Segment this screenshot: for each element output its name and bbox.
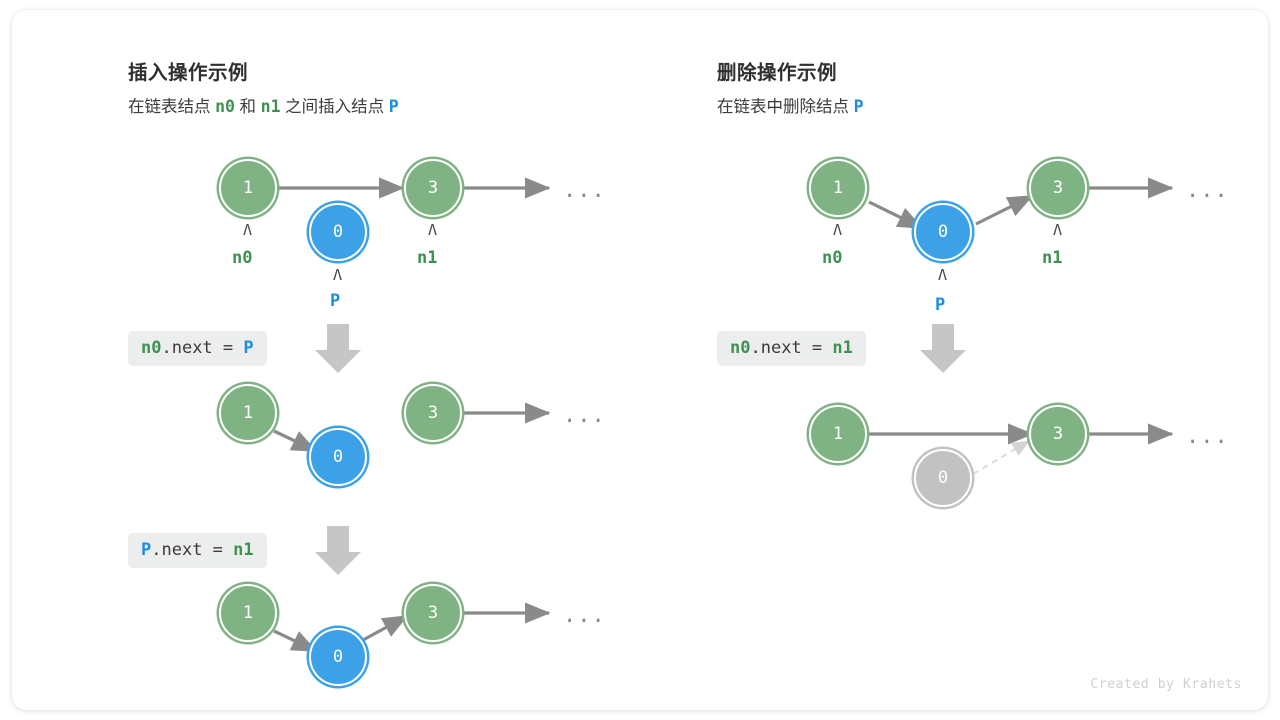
delete-code1-middle: .next =	[750, 338, 833, 358]
delete-step1-node-1: 1	[809, 159, 867, 217]
insert-step1-node-3: 3	[404, 159, 462, 217]
insert-subtitle-p: P	[388, 97, 399, 116]
insert-step1-node-0: 0	[309, 203, 367, 261]
insert-code1-target: n0	[141, 338, 162, 358]
delete-step1-pointer-p: P	[935, 295, 946, 315]
insert-step3-node-0: 0	[309, 628, 367, 686]
insert-step1-caret-n0: Λ	[243, 221, 253, 239]
insert-step1-node-1: 1	[219, 159, 277, 217]
insert-step1-pointer-n1: n1	[417, 248, 438, 268]
insert-subtitle-text-2: 和	[234, 98, 261, 116]
insert-step2-node-1: 1	[219, 384, 277, 442]
insert-step3-node-3: 3	[404, 584, 462, 642]
insert-step1-pointer-n0: n0	[232, 248, 253, 268]
insert-down-arrow-1	[315, 324, 361, 575]
delete-subtitle-p: P	[853, 97, 864, 116]
insert-code2-value: n1	[233, 540, 254, 560]
insert-panel-subtitle: 在链表结点 n0 和 n1 之间插入结点 P	[128, 93, 399, 117]
delete-step1-caret-n0: Λ	[833, 221, 843, 239]
insert-step1-tail-ellipsis: ...	[563, 178, 606, 203]
delete-panel-subtitle: 在链表中删除结点 P	[717, 93, 864, 117]
insert-step2-tail-ellipsis: ...	[563, 403, 606, 428]
insert-code-statement-1: n0.next = P	[128, 331, 267, 367]
delete-step2-node-1: 1	[809, 405, 867, 463]
delete-step1-caret-p: Λ	[938, 266, 948, 284]
delete-step1-node-0: 0	[914, 203, 972, 261]
insert-step2-node-0: 0	[309, 428, 367, 486]
delete-step2-node-0-removed: 0	[914, 449, 972, 507]
insert-code1-middle: .next =	[161, 338, 244, 358]
delete-step2-node-3: 3	[1029, 405, 1087, 463]
insert-subtitle-text-3: 之间插入结点	[280, 98, 389, 116]
delete-code1-value: n1	[832, 338, 853, 358]
insert-code1-value: P	[243, 338, 254, 358]
delete-step1-pointer-n1: n1	[1042, 248, 1063, 268]
insert-step1-edges	[273, 177, 551, 653]
insert-step1-caret-n1: Λ	[428, 221, 438, 239]
delete-step2-tail-ellipsis: ...	[1186, 424, 1229, 449]
insert-code-statement-2: P.next = n1	[128, 533, 267, 569]
delete-step1-node-3: 3	[1029, 159, 1087, 217]
insert-subtitle-n0: n0	[215, 97, 235, 116]
delete-edges	[868, 177, 1174, 475]
insert-code2-target: P	[141, 540, 152, 560]
insert-step3-node-1: 1	[219, 584, 277, 642]
insert-step3-tail-ellipsis: ...	[563, 603, 606, 628]
delete-step1-pointer-n0: n0	[822, 248, 843, 268]
insert-step1-caret-p: Λ	[333, 266, 343, 284]
delete-step1-tail-ellipsis: ...	[1186, 178, 1229, 203]
insert-code2-middle: .next =	[151, 540, 234, 560]
insert-subtitle-text-1: 在链表结点	[128, 98, 216, 116]
delete-code1-target: n0	[730, 338, 751, 358]
credit-label: Created by Krahets	[1090, 677, 1242, 692]
delete-code-statement-1: n0.next = n1	[717, 331, 866, 367]
delete-step1-caret-n1: Λ	[1053, 221, 1063, 239]
insert-subtitle-n1: n1	[260, 97, 281, 116]
delete-subtitle-text-1: 在链表中删除结点	[717, 98, 854, 116]
insert-step1-pointer-p: P	[330, 291, 341, 311]
insert-panel-title: 插入操作示例	[128, 62, 249, 84]
diagram-card: 插入操作示例 在链表结点 n0 和 n1 之间插入结点 P	[12, 10, 1268, 710]
insert-step2-node-3: 3	[404, 384, 462, 442]
delete-panel-title: 删除操作示例	[717, 62, 838, 84]
